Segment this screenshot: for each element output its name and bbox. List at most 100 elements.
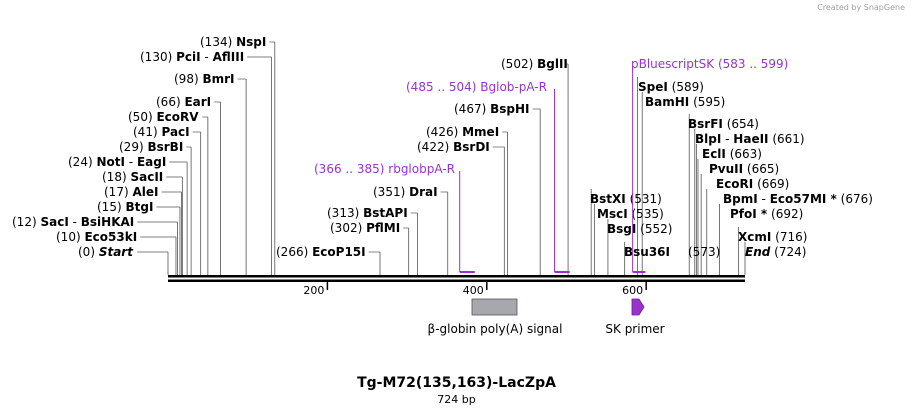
site-position: (502) [501, 57, 533, 71]
site-position: (66) [156, 95, 181, 109]
site-labels: (0) Start(10) Eco53kI(12) SacI - BsiHKAI… [12, 35, 873, 259]
feature-sk-primer[interactable] [631, 298, 645, 316]
site-name: PacI [161, 125, 189, 139]
site-name-2: BsiHKAI [81, 215, 135, 229]
site-name: NspI [236, 35, 266, 49]
primer-label-rbglobpa-r[interactable]: (366 .. 385) rbglobpA-R [314, 162, 455, 176]
site-label-pvuii[interactable]: PvuII (665) [709, 162, 779, 176]
site-name-2: EagI [137, 155, 166, 169]
separator: - [69, 215, 81, 229]
site-label-spei[interactable]: SpeI (589) [638, 80, 704, 94]
snapgene-credit: Created by SnapGene [817, 3, 905, 12]
site-label-bsrbi[interactable]: (29) BsrBI [119, 140, 183, 154]
site-label-eari[interactable]: (66) EarI [156, 95, 211, 109]
site-label-nspi[interactable]: (134) NspI [200, 35, 266, 49]
primer-name: pBluescriptSK [631, 57, 715, 71]
site-position: (29) [119, 140, 144, 154]
site-label-bsphi[interactable]: (467) BspHI [454, 102, 530, 116]
site-position: (531) [630, 192, 662, 206]
site-name: MmeI [462, 125, 499, 139]
site-position: (302) [330, 221, 362, 235]
site-label-sacii[interactable]: (18) SacII [102, 170, 163, 184]
primer-name: Bglob-pA-R [480, 80, 547, 94]
backbone-bottom-strand [168, 279, 745, 282]
backbone-top-strand [168, 275, 745, 278]
site-position: (467) [454, 102, 486, 116]
site-label-saci[interactable]: (12) SacI - BsiHKAI [12, 215, 134, 229]
site-name: Start [99, 245, 134, 259]
primer-range: (583 .. 599) [718, 57, 788, 71]
site-position: (669) [757, 177, 789, 191]
separator: - [125, 155, 137, 169]
feature-beta-globin-polya[interactable] [471, 298, 518, 316]
site-name: BlpI [695, 132, 721, 146]
site-position: (313) [327, 206, 359, 220]
site-label-bstxi[interactable]: BstXI (531) [590, 192, 662, 206]
site-position: (716) [775, 230, 807, 244]
site-name: BsrBI [147, 140, 183, 154]
site-label-bstapi[interactable]: (313) BstAPI [327, 206, 408, 220]
site-position: (692) [771, 207, 803, 221]
site-position: (552) [640, 222, 672, 236]
site-name: Bsu36I [624, 245, 670, 259]
site-label-pflmi[interactable]: (302) PflMI [330, 221, 400, 235]
site-label-pcii[interactable]: (130) PciI - AflIII [140, 50, 244, 64]
site-label-start[interactable]: (0) Start [78, 245, 134, 259]
site-label-xcmi[interactable]: XcmI (716) [738, 230, 807, 244]
site-position: (661) [772, 132, 804, 146]
site-name: MscI [597, 207, 628, 221]
site-name: BsrFI [688, 117, 723, 131]
site-name: EcoRV [156, 110, 199, 124]
site-label-bglii[interactable]: (502) BglII [501, 57, 568, 71]
site-name: BmrI [202, 72, 234, 86]
site-name-2: AflIII [213, 50, 245, 64]
site-position: (18) [102, 170, 127, 184]
primer-label-bglob-pa-r[interactable]: (485 .. 504) Bglob-pA-R [406, 80, 547, 94]
site-name: BpmI [723, 192, 758, 206]
site-label-msci[interactable]: MscI (535) [597, 207, 664, 221]
site-name: AleI [132, 185, 158, 199]
site-label-drai[interactable]: (351) DraI [373, 185, 438, 199]
site-label-end[interactable]: End (724) [745, 245, 806, 259]
site-name-2: HaeII [733, 132, 768, 146]
primer-label-pbluescriptsk[interactable]: pBluescriptSK (583 .. 599) [631, 57, 788, 71]
site-label-btgi[interactable]: (15) BtgI [97, 200, 153, 214]
tick-label: 600 [622, 284, 643, 297]
site-label-bsgi[interactable]: BsgI (552) [607, 222, 672, 236]
tick-label: 200 [303, 284, 324, 297]
site-label-mmei[interactable]: (426) MmeI [426, 125, 499, 139]
site-position: (351) [373, 185, 405, 199]
site-label-ecori[interactable]: EcoRI (669) [716, 177, 789, 191]
site-position: (535) [632, 207, 664, 221]
site-name: EclI [702, 147, 726, 161]
site-label-bsrfi[interactable]: BsrFI (654) [688, 117, 759, 131]
sequence-length: 724 bp [437, 393, 476, 406]
site-label-eco53ki[interactable]: (10) Eco53kI [56, 230, 137, 244]
site-label-paci[interactable]: (41) PacI [133, 125, 190, 139]
site-label-noti[interactable]: (24) NotI - EagI [68, 155, 166, 169]
site-label-bamhi[interactable]: BamHI (595) [645, 95, 725, 109]
site-label-pfoi[interactable]: PfoI * (692) [730, 207, 803, 221]
site-name: BsrDI [453, 140, 490, 154]
site-label-bmri[interactable]: (98) BmrI [174, 72, 235, 86]
site-label-ecli[interactable]: EclI (663) [702, 147, 762, 161]
site-label-blpi[interactable]: BlpI - HaeII (661) [695, 132, 805, 146]
site-label-bpmi[interactable]: BpmI - Eco57MI * (676) [723, 192, 873, 206]
site-position: (266) [276, 245, 308, 259]
site-position: (50) [128, 110, 153, 124]
site-label-bsrdi[interactable]: (422) BsrDI [417, 140, 490, 154]
site-position: (134) [200, 35, 232, 49]
site-name: PvuII [709, 162, 743, 176]
site-label-bsu36i[interactable]: Bsu36I(573) [624, 245, 720, 259]
feature-label-beta-globin-polya: β-globin poly(A) signal [428, 322, 563, 336]
primer-annotations: (366 .. 385) rbglobpA-R (485 .. 504) Bglo… [314, 57, 788, 273]
primer-range: (485 .. 504) [406, 80, 476, 94]
site-label-ecop15i[interactable]: (266) EcoP15I [276, 245, 366, 259]
site-position: (654) [727, 117, 759, 131]
site-position: (426) [426, 125, 458, 139]
site-label-ecorv[interactable]: (50) EcoRV [128, 110, 199, 124]
site-label-alei[interactable]: (17) AleI [104, 185, 158, 199]
site-name: EarI [184, 95, 211, 109]
